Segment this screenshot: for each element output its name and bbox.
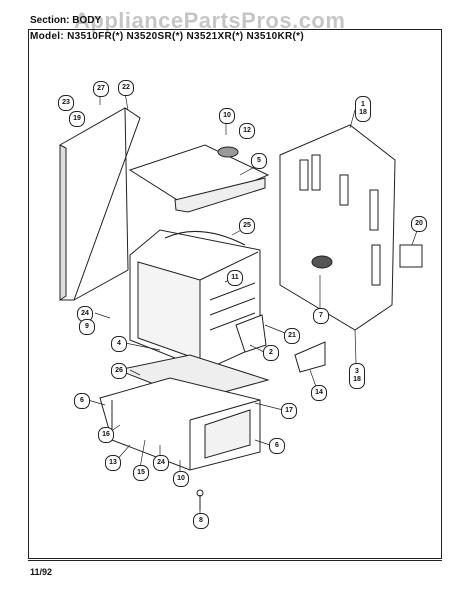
back-panel-part xyxy=(279,124,396,331)
callout-c10a: 10 xyxy=(219,108,235,124)
oven-cavity-part xyxy=(129,229,261,371)
callout-c26: 26 xyxy=(111,363,127,379)
callout-c21: 21 xyxy=(284,328,300,344)
diagram-frame xyxy=(28,29,442,559)
callout-c2: 2 xyxy=(263,345,279,361)
callout-c24b: 24 xyxy=(153,455,169,471)
callout-c6a: 6 xyxy=(74,393,90,409)
callout-c5: 5 xyxy=(251,153,267,169)
revision-date: 11/92 xyxy=(30,567,53,577)
callout-c17: 17 xyxy=(281,403,297,419)
bracket-parts xyxy=(196,244,423,510)
model-list: Model: N3510FR(*) N3520SR(*) N3521XR(*) … xyxy=(30,31,304,42)
callout-c12: 12 xyxy=(239,123,255,139)
callout-c6b: 6 xyxy=(269,438,285,454)
callout-c4: 4 xyxy=(111,336,127,352)
callout-c16: 16 xyxy=(98,427,114,443)
section-title: Section: BODY xyxy=(30,15,102,26)
callout-c22: 22 xyxy=(118,80,134,96)
callout-c7: 7 xyxy=(313,308,329,324)
callout-c19: 19 xyxy=(69,111,85,127)
callout-c8: 8 xyxy=(193,513,209,529)
base-frame-part xyxy=(99,377,261,471)
callout-c15: 15 xyxy=(133,465,149,481)
callout-c25: 25 xyxy=(239,218,255,234)
watermark-text: AppliancePartsPros.com xyxy=(74,8,346,33)
callout-c9: 9 xyxy=(79,319,95,335)
door-panel-part xyxy=(59,107,141,301)
callout-c11: 11 xyxy=(227,270,243,286)
callout-c14: 14 xyxy=(311,385,327,401)
callout-c10b: 10 xyxy=(173,471,189,487)
callout-c27: 27 xyxy=(93,81,109,97)
callout-c13: 13 xyxy=(105,455,121,471)
callout-c23: 23 xyxy=(58,95,74,111)
footer-divider xyxy=(28,560,442,561)
top-panel-part xyxy=(128,144,270,213)
callout-c20: 20 xyxy=(411,216,427,232)
